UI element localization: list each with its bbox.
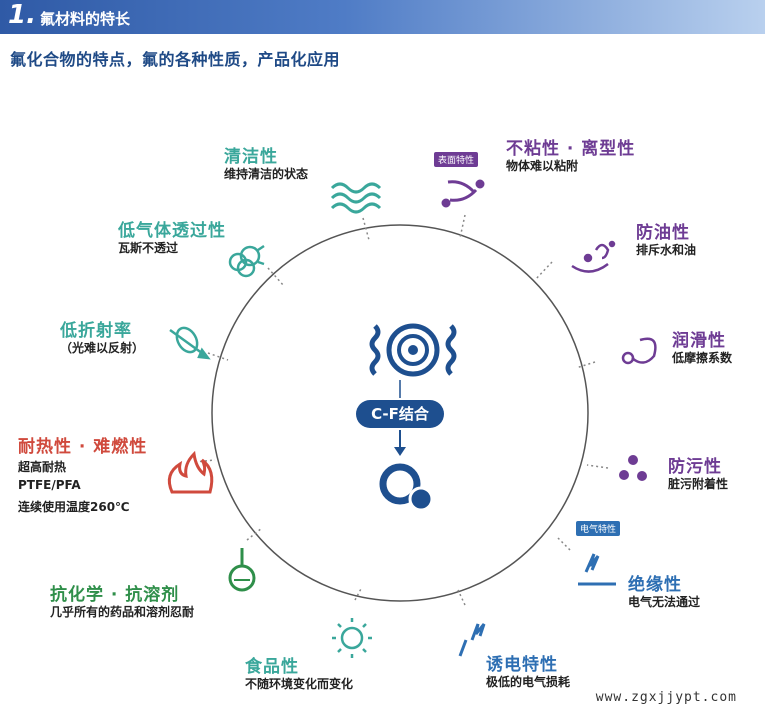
- section-title: 氟材料的特长: [40, 10, 131, 28]
- chemical-desc: 几乎所有的药品和溶剂忍耐: [50, 605, 195, 619]
- nonstick-desc: 物体难以粘附: [506, 159, 579, 173]
- heat-desc-3: 连续使用温度260℃: [18, 500, 130, 514]
- gears-icon: [619, 455, 647, 481]
- heat-title: 耐热性 · 难燃性: [18, 437, 148, 457]
- surface-tag: 表面特性: [434, 152, 479, 167]
- sun-icon: [332, 618, 372, 658]
- section-header-bar: [0, 0, 765, 34]
- insulation-title: 绝缘性: [628, 575, 682, 595]
- food-title: 食品性: [245, 657, 299, 677]
- food-desc: 不随环境变化而变化: [245, 677, 354, 691]
- oil-drop-icon: [571, 240, 616, 273]
- refraction-icon: [169, 326, 211, 360]
- fluorine-atom-icon: [379, 463, 434, 512]
- lubricity-icon: [621, 337, 657, 365]
- low-gas-title: 低气体透过性: [118, 221, 226, 241]
- lubricity-desc: 低摩擦系数: [672, 351, 733, 365]
- antifouling-title: 防污性: [668, 457, 722, 477]
- cf-bond-label: C-F结合: [356, 400, 444, 428]
- cloud-icon: [228, 244, 265, 278]
- nonstick-icon: [441, 179, 485, 208]
- cleanliness-title: 清洁性: [224, 147, 278, 167]
- watermark-text: www.zgxjjypt.com: [595, 690, 737, 705]
- lubricity-title: 润滑性: [672, 331, 726, 351]
- low-refraction-title: 低折射率: [60, 321, 132, 341]
- flask-icon: [228, 548, 256, 592]
- oil-repel-desc: 排斥水和油: [636, 243, 697, 257]
- low-refraction-desc: （光难以反射）: [60, 341, 145, 355]
- chemical-title: 抗化学 · 抗溶剂: [50, 585, 180, 605]
- cf-bond-icon: [369, 323, 457, 377]
- down-arrow-icon: [394, 430, 406, 456]
- lightning-icon: [578, 553, 616, 586]
- dielectric-desc: 极低的电气损耗: [486, 675, 571, 689]
- dielectric-lightning-icon: [458, 623, 486, 657]
- dielectric-title: 诱电特性: [486, 655, 558, 675]
- insulation-desc: 电气无法通过: [628, 595, 701, 609]
- section-number: 1.: [8, 0, 36, 30]
- diagram-subtitle: 氟化合物的特点，氟的各种性质，产品化应用: [10, 50, 341, 69]
- heat-desc-2: PTFE/PFA: [18, 478, 81, 492]
- oil-repel-title: 防油性: [636, 223, 690, 243]
- nonstick-title: 不粘性 · 离型性: [506, 139, 636, 159]
- wave-icon: [330, 182, 382, 214]
- flame-icon: [167, 450, 214, 494]
- heat-desc-1: 超高耐热: [18, 460, 67, 474]
- cleanliness-desc: 维持清洁的状态: [224, 167, 309, 181]
- antifouling-desc: 脏污附着性: [668, 477, 729, 491]
- low-gas-desc: 瓦斯不透过: [118, 241, 179, 255]
- electric-tag: 电气特性: [576, 521, 621, 536]
- main-circle: [211, 224, 589, 602]
